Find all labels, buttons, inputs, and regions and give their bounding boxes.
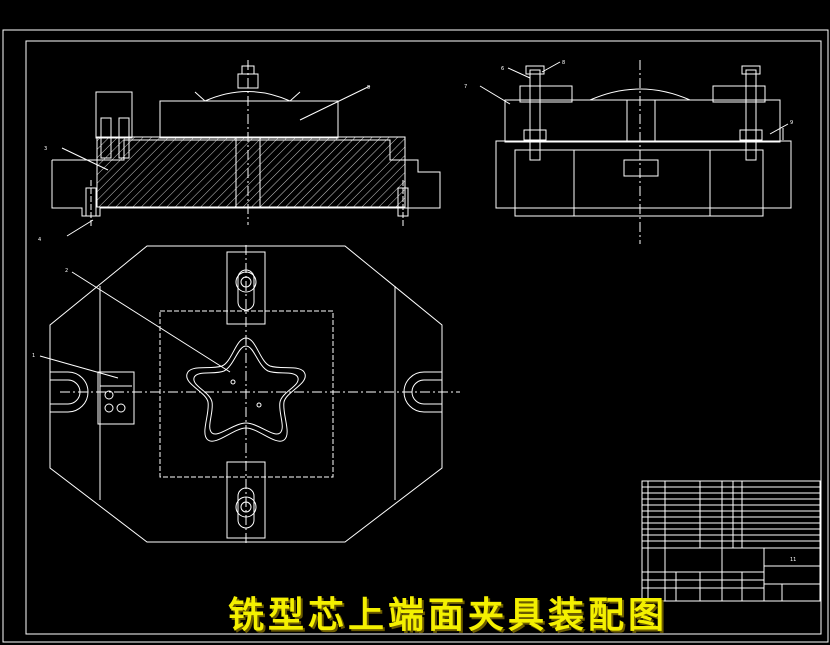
balloon-7: 7 — [464, 84, 467, 90]
section-hatch — [96, 136, 406, 208]
balloon-1: 1 — [32, 353, 35, 359]
balloon-2: 2 — [65, 268, 68, 274]
balloon-3: 3 — [44, 146, 47, 152]
balloon-5: 5 — [367, 85, 370, 91]
balloon-8: 8 — [562, 60, 565, 66]
balloon-9: 9 — [790, 120, 793, 126]
side-view — [479, 60, 792, 244]
front-view — [51, 60, 441, 237]
top-view — [39, 245, 460, 545]
title-block-tag: 11 — [790, 557, 796, 563]
drawing-caption: 铣型芯上端面夹具装配图 — [228, 594, 669, 636]
title-block — [641, 480, 821, 602]
outer-border — [2, 29, 829, 643]
balloon-6: 6 — [501, 66, 504, 72]
inner-frame — [25, 40, 822, 635]
balloon-4: 4 — [38, 237, 41, 243]
